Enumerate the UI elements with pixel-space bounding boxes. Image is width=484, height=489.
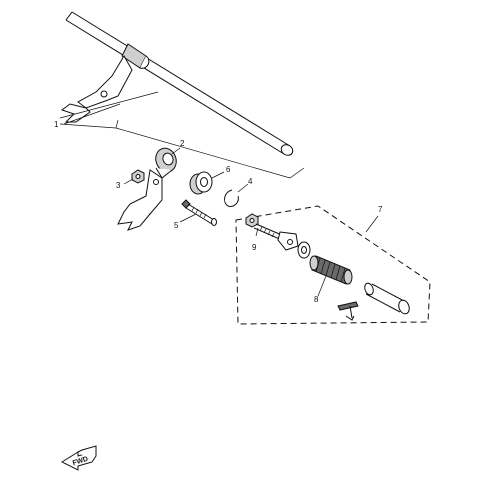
washer bbox=[297, 241, 311, 259]
shift-arm bbox=[117, 147, 177, 231]
callout-3: 3 bbox=[116, 181, 121, 190]
fwd-label: FWD bbox=[72, 456, 89, 468]
callout-5: 5 bbox=[174, 221, 179, 230]
group-nut bbox=[245, 213, 259, 228]
leader-6 bbox=[211, 171, 225, 179]
cotter-pin bbox=[337, 301, 359, 321]
callout-1: 1 bbox=[54, 120, 59, 129]
callout-9: 9 bbox=[252, 243, 257, 252]
leader-9 bbox=[255, 227, 259, 237]
bolt bbox=[181, 199, 217, 226]
nut bbox=[131, 169, 145, 184]
leader-2 bbox=[171, 147, 181, 155]
leader-7 bbox=[365, 215, 379, 233]
collar bbox=[189, 171, 213, 195]
leader-1 bbox=[63, 103, 121, 125]
callout-6: 6 bbox=[226, 165, 231, 174]
callout-2: 2 bbox=[180, 139, 185, 148]
clevis-pin bbox=[364, 282, 410, 315]
leader-8 bbox=[317, 275, 327, 297]
callout-4: 4 bbox=[248, 177, 253, 186]
circlip bbox=[224, 189, 239, 207]
adjuster-screw bbox=[253, 223, 299, 251]
leader-5 bbox=[179, 213, 197, 223]
shift-shaft-assembly bbox=[59, 11, 305, 179]
forward-arrow-icon: FWD bbox=[60, 445, 97, 471]
callout-8: 8 bbox=[314, 295, 319, 304]
spring-boot bbox=[309, 255, 353, 285]
leader-4 bbox=[237, 183, 249, 193]
callout-7: 7 bbox=[378, 205, 383, 214]
leader-3 bbox=[123, 178, 134, 185]
assembly-group-outline bbox=[235, 205, 431, 325]
